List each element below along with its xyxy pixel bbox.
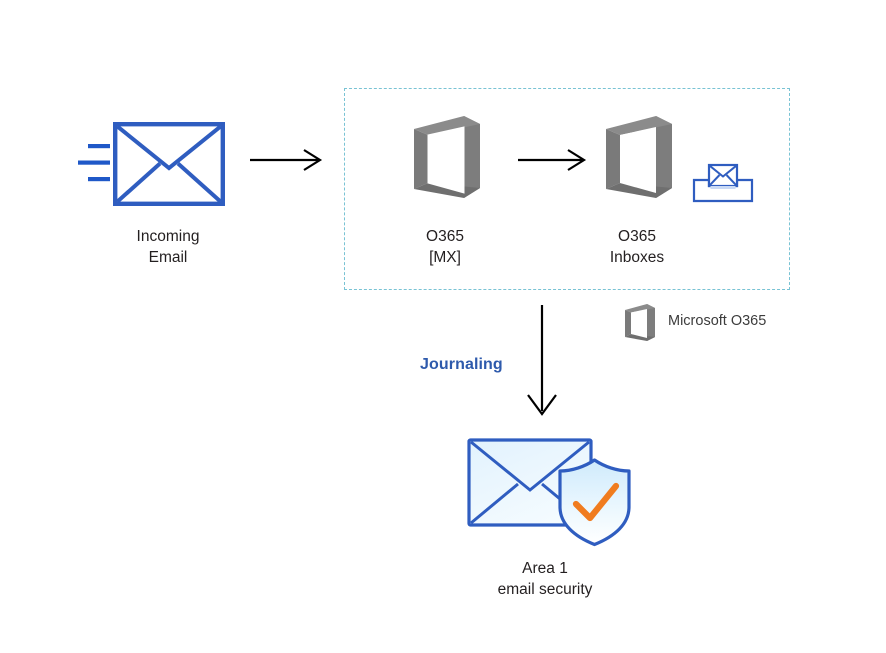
node-label-o365-mx: O365 [MX] (426, 228, 464, 266)
o365-boundary-group-box (344, 88, 790, 290)
edge-incoming-to-mx-arrow (250, 148, 324, 172)
envelope-icon (113, 122, 225, 206)
inbox-envelope-icon (692, 160, 754, 204)
email-motion-lines-icon (78, 143, 110, 185)
legend-office365-logo-icon (620, 301, 658, 343)
office365-logo-icon-inboxes (596, 110, 678, 202)
office365-logo-icon-mx (404, 110, 486, 202)
legend-label-microsoft-o365: Microsoft O365 (668, 313, 767, 329)
node-label-o365-inboxes: O365 Inboxes (609, 228, 665, 266)
envelope-shield-check-icon (466, 428, 636, 552)
node-label-incoming-email: Incoming Email (136, 228, 200, 266)
edge-o365-to-area1-arrow (522, 305, 562, 417)
edge-label-journaling: Journaling (420, 356, 503, 373)
node-label-area1-email-security: Area 1 email security (497, 560, 593, 598)
edge-mx-to-inboxes-arrow (518, 148, 588, 172)
